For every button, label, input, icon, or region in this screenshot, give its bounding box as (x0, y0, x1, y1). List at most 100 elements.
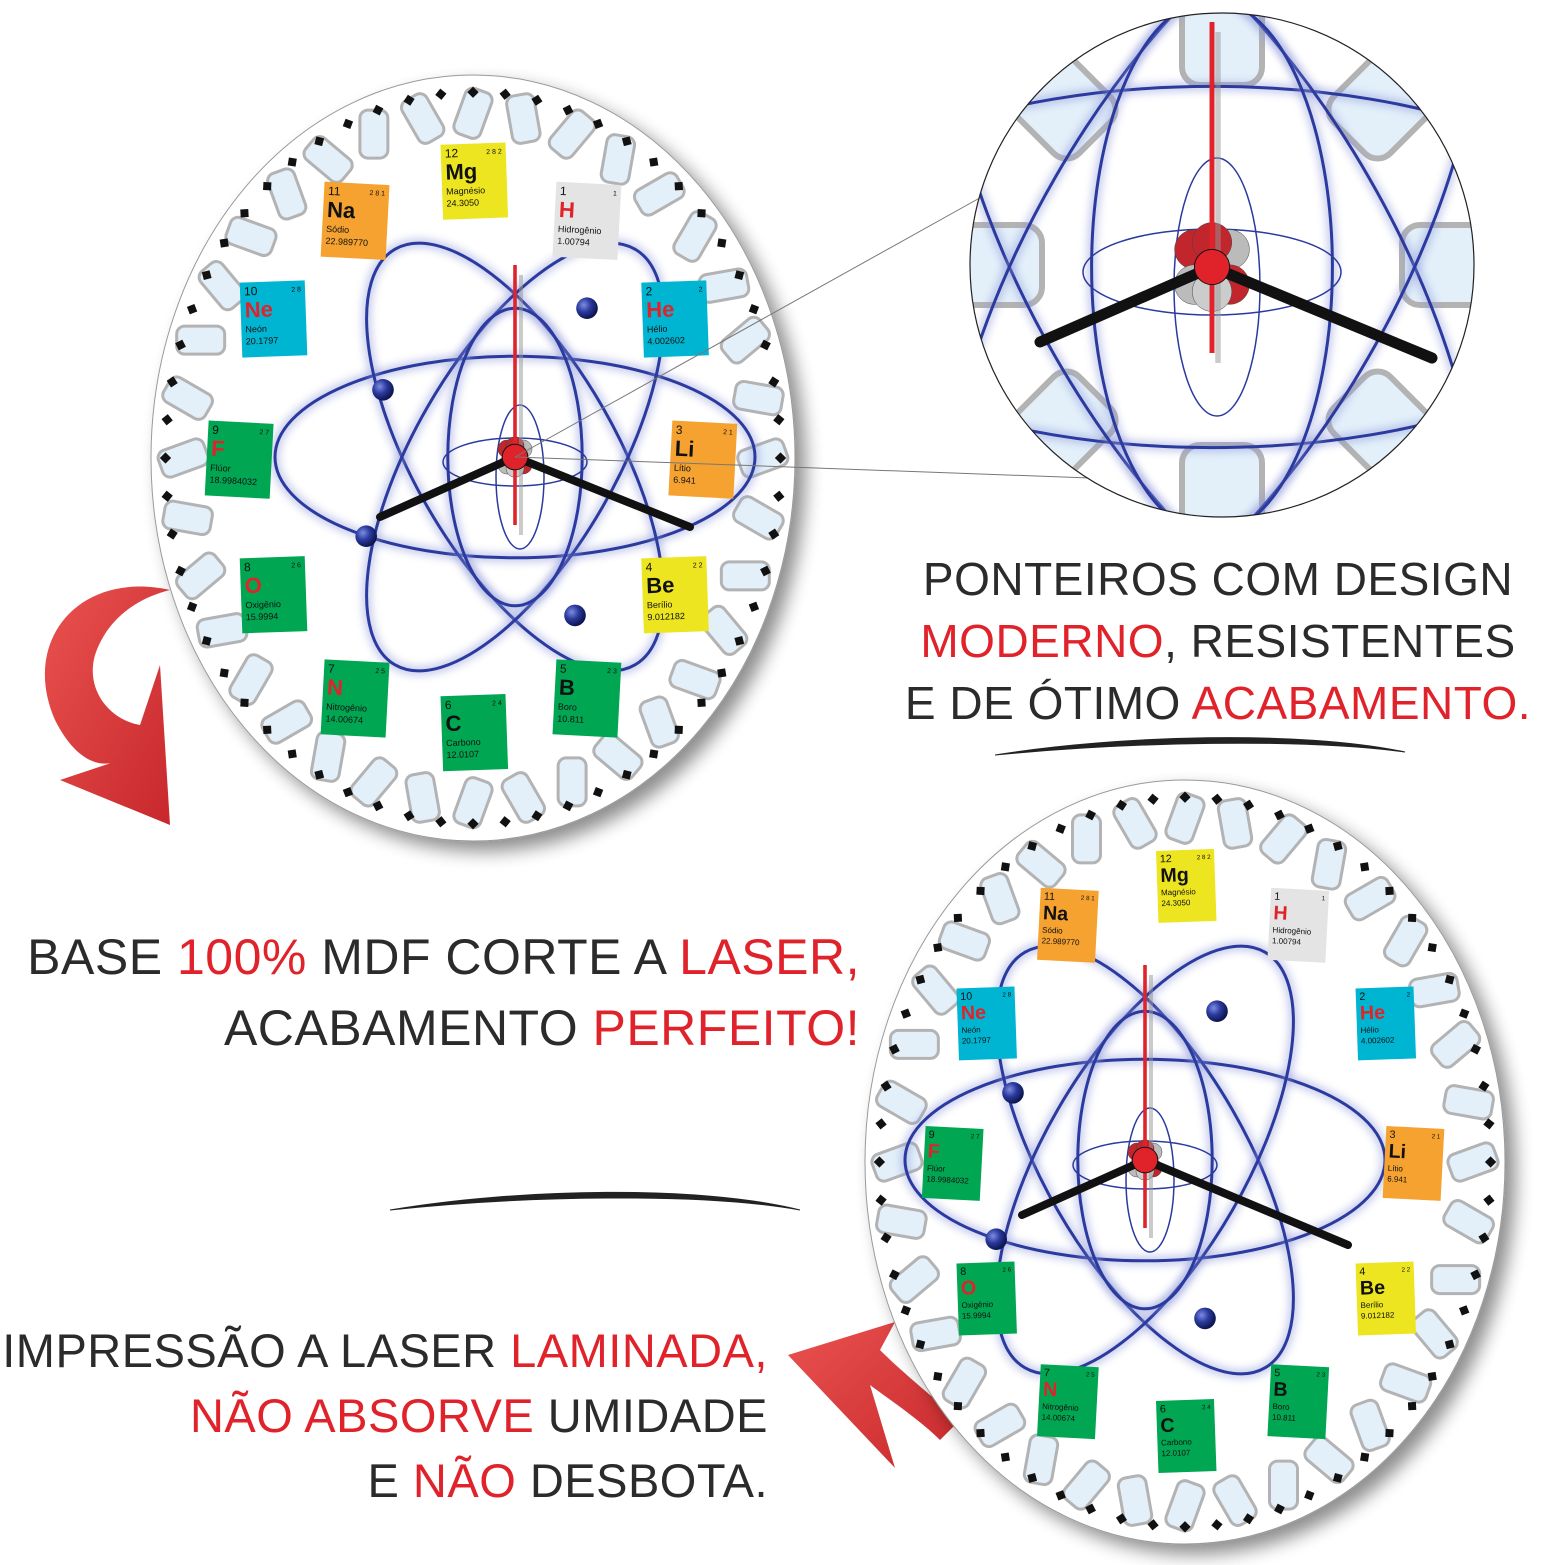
electron-shells: 2 7 (971, 1133, 981, 1140)
minute-hand (1141, 1156, 1352, 1249)
atomic-number: 3 (1389, 1129, 1396, 1141)
element-symbol: Be (646, 572, 675, 598)
minute-tick (1407, 1401, 1417, 1411)
minute-tick (1478, 1080, 1490, 1092)
minute-tick (1470, 1043, 1482, 1055)
minute-tick (240, 209, 249, 218)
minute-tick (697, 209, 706, 218)
minute-tick (1115, 1513, 1127, 1525)
element-symbol: F (211, 436, 226, 462)
electron-shells: 2 6 (291, 562, 301, 569)
flask-pattern (672, 210, 718, 263)
caption-print: IMPRESSÃO A LASER LAMINADA,NÃO ABSORVE U… (2, 1318, 768, 1513)
minute-tick (1483, 1118, 1495, 1130)
minute-tick (201, 635, 212, 646)
flask-pattern (224, 215, 278, 258)
minute-tick (933, 942, 943, 953)
flask-pattern (452, 86, 494, 140)
minute-tick (1444, 974, 1455, 985)
element-symbol: F (927, 1140, 940, 1163)
element-name: Flúor (210, 463, 231, 474)
minute-tick (976, 1428, 985, 1438)
minute-tick (592, 118, 604, 130)
flask-pattern (1442, 1084, 1495, 1121)
atomic-mass: 18.9984032 (209, 475, 257, 487)
clock-face (864, 779, 1506, 1545)
flask-pattern (599, 133, 637, 186)
element-symbol: O (961, 1277, 977, 1300)
electron-shells: 2 8 (1002, 991, 1011, 998)
electron-shells: 2 5 (375, 668, 385, 676)
minute-tick (888, 1269, 900, 1281)
flask-pattern (1303, 1435, 1355, 1485)
minute-hand (511, 453, 694, 531)
atomic-mass: 1.00794 (1272, 936, 1302, 947)
atomic-mass: 20.1797 (962, 1036, 992, 1046)
red-arrow-icon (788, 1322, 960, 1468)
electron-shells: 2 4 (1202, 1404, 1211, 1411)
flask-pattern (875, 1203, 928, 1240)
element-symbol: H (558, 197, 575, 223)
electron (372, 379, 394, 401)
minute-tick (1000, 862, 1010, 872)
minute-tick (1147, 793, 1159, 805)
atomic-number: 3 (675, 423, 683, 437)
element-name: Magnésio (1161, 887, 1197, 897)
element-symbol: Ne (961, 1002, 987, 1025)
atomic-mass: 4.002602 (1361, 1035, 1395, 1045)
minute-tick (435, 88, 447, 100)
caption-line: E NÃO DESBOTA. (2, 1448, 768, 1513)
minute-tick (760, 565, 771, 577)
electron-shells: 2 3 (607, 668, 617, 676)
minute-tick (531, 810, 543, 822)
atomic-mass: 18.9984032 (926, 1174, 969, 1185)
minute-tick (717, 238, 727, 248)
flask-pattern (556, 756, 588, 808)
atomic-number: 11 (328, 184, 341, 199)
atomic-mass: 24.3050 (446, 197, 479, 208)
minute-tick (873, 1156, 886, 1168)
electron (1321, 13, 1361, 20)
atomic-number: 12 (445, 146, 459, 160)
atomic-number: 8 (244, 560, 251, 574)
minute-tick (166, 376, 178, 388)
minute-tick (1478, 1232, 1490, 1244)
caption-base: BASE 100% MDF CORTE A LASER,ACABAMENTO P… (27, 922, 860, 1064)
electron-shells: 2 8 1 (369, 190, 385, 198)
minute-tick (649, 749, 659, 759)
caption-highlight: 100% (176, 929, 307, 985)
caption-text: ACABAMENTO (223, 1000, 593, 1056)
red-arrow-icon (44, 586, 170, 825)
element-name: Sódio (326, 224, 350, 235)
flask-pattern (452, 776, 494, 830)
element-name: Berílio (647, 599, 673, 610)
center-cap (1131, 1146, 1159, 1174)
electron (1002, 1082, 1024, 1104)
minute-tick (186, 601, 198, 612)
minute-tick (621, 136, 632, 147)
element-name: Lítio (1388, 1164, 1404, 1174)
flask-pattern (592, 732, 644, 781)
atomic-number: 5 (560, 662, 568, 676)
clock-face (150, 74, 796, 842)
minute-tick (915, 974, 926, 985)
atomic-number: 4 (645, 560, 652, 574)
minute-tick (976, 886, 985, 896)
flask-pattern (175, 551, 227, 601)
electron (564, 604, 586, 627)
element-name: Hidrogênio (1272, 926, 1312, 937)
minute-tick (1211, 793, 1223, 805)
minute-tick (697, 698, 706, 707)
electron-shells: 2 8 2 (1197, 854, 1212, 861)
element-symbol: B (1273, 1379, 1288, 1402)
flask-pattern (888, 1028, 940, 1060)
atomic-mass: 12.0107 (446, 749, 479, 760)
minute-tick (201, 270, 212, 281)
element-symbol: B (558, 675, 575, 701)
caption-line: MODERNO, RESISTENTES (900, 610, 1536, 672)
clock-hands (1034, 22, 1438, 364)
minute-tick (773, 414, 785, 426)
minute-tick (1444, 1339, 1455, 1350)
